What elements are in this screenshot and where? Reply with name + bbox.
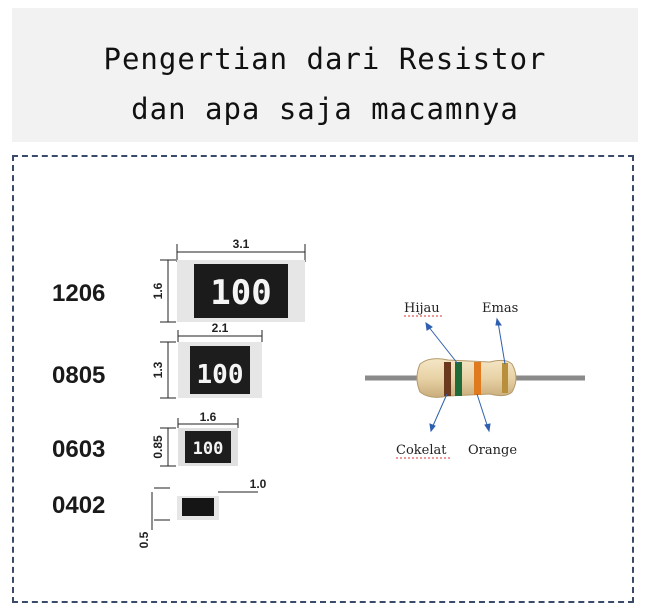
dim-width-0805: 1.3	[151, 361, 165, 378]
dim-length-0603: 1.6	[200, 410, 217, 424]
dim-width-0603: 0.85	[151, 435, 165, 459]
label-orange: Orange	[468, 443, 517, 458]
title-line-2: dan apa saja macamnya	[131, 92, 519, 126]
dim-width-0402: 0.5	[137, 531, 151, 548]
smd-code-1206: 1206	[52, 280, 106, 307]
resistor-illustration: Hijau Emas Cokelat Orange	[365, 301, 585, 459]
dim-length-1206: 3.1	[233, 237, 250, 251]
band-orange	[474, 362, 481, 395]
label-hijau: Hijau	[404, 301, 440, 316]
label-emas: Emas	[482, 301, 518, 316]
smd-code-0603: 0603	[52, 436, 106, 463]
smd-code-0402: 0402	[52, 492, 106, 519]
band-emas	[502, 363, 508, 393]
content-frame	[12, 155, 634, 603]
smd-chips-illustration: 100 100 100 3.1 2.1 1.6 1.0 1.6 1.3 0.85…	[137, 237, 306, 548]
dim-width-1206: 1.6	[151, 282, 165, 299]
band-hijau	[455, 362, 462, 396]
dim-length-0402: 1.0	[250, 477, 267, 491]
smd-code-0805: 0805	[52, 362, 106, 389]
dim-length-0805: 2.1	[212, 321, 229, 335]
chip-marking-1206: 100	[210, 273, 271, 313]
label-cokelat: Cokelat	[396, 443, 447, 458]
chip-marking-0805: 100	[197, 360, 244, 390]
title-line-1: Pengertian dari Resistor	[103, 42, 547, 76]
chip-marking-0603: 100	[193, 439, 224, 459]
resistor-body	[416, 358, 517, 398]
band-cokelat	[444, 362, 451, 396]
title-banner: Pengertian dari Resistor dan apa saja ma…	[12, 8, 638, 142]
